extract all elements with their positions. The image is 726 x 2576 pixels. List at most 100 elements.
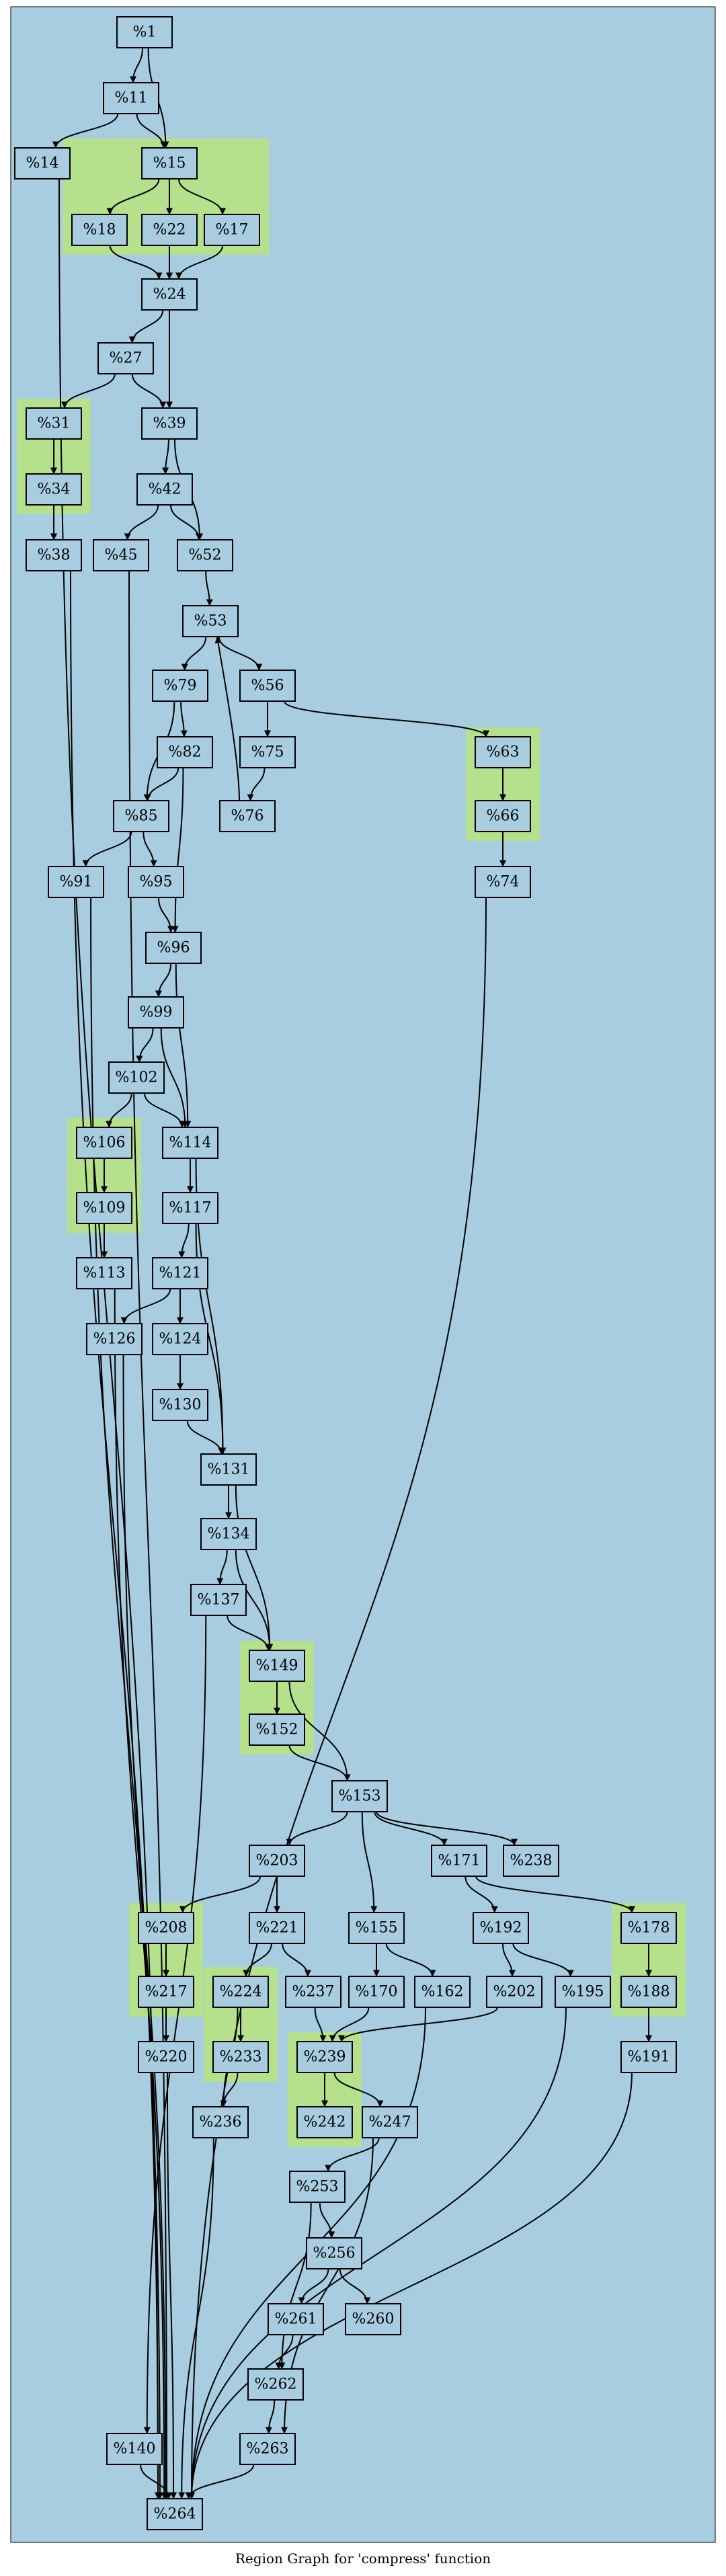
node-label: %124: [159, 1331, 202, 1348]
edge-15-to-18: [106, 178, 160, 215]
node-203: %203: [249, 1845, 305, 1877]
node-box: [26, 407, 82, 440]
edge-99-to-114: [160, 1027, 189, 1128]
node-box: [475, 736, 531, 768]
edge-99-to-102: [136, 1027, 154, 1063]
node-31: %31: [26, 407, 82, 440]
edge-17-to-24: [175, 245, 224, 280]
node-236: %236: [192, 2106, 249, 2138]
node-140: %140: [106, 2433, 163, 2465]
node-label: %91: [60, 874, 93, 891]
edge-137-to-149: [227, 1615, 272, 1651]
edge-191-to-264: [188, 2072, 633, 2499]
node-label: %264: [154, 2506, 196, 2523]
node-box: [475, 866, 531, 898]
node-label: %134: [208, 1526, 250, 1543]
node-224: %224: [212, 1976, 269, 2008]
node-label: %149: [256, 1658, 298, 1675]
edge-134-to-137: [216, 1549, 228, 1585]
node-155: %155: [348, 1912, 405, 1944]
node-11: %11: [103, 82, 159, 114]
node-box: [128, 866, 184, 898]
node-label: %18: [83, 222, 116, 239]
node-237: %237: [285, 1976, 341, 2008]
node-99: %99: [128, 996, 184, 1029]
node-label: %96: [157, 940, 190, 957]
edge-39-to-42: [162, 438, 169, 475]
node-label: %85: [125, 808, 158, 825]
edge-171-to-178: [475, 1876, 635, 1913]
node-261: %261: [268, 2303, 324, 2335]
edge-152-to-153: [288, 1744, 351, 1781]
node-24: %24: [141, 278, 198, 311]
node-box: [362, 2106, 418, 2138]
node-label: %121: [159, 1265, 202, 1282]
node-192: %192: [473, 1912, 529, 1944]
node-label: %242: [304, 2114, 346, 2131]
node-label: %220: [145, 2049, 188, 2066]
edge-11-to-14: [52, 113, 119, 149]
node-box: [136, 473, 193, 506]
node-box: [76, 1257, 132, 1289]
edge-202-to-239: [338, 2007, 498, 2042]
node-box: [268, 2303, 324, 2335]
edges: [50, 47, 652, 2499]
node-box: [296, 2106, 353, 2138]
edge-42-to-45: [124, 504, 159, 540]
edge-56-to-63: [284, 700, 489, 737]
node-box: [475, 800, 531, 832]
node-91: %91: [48, 866, 104, 898]
edge-18-to-24: [109, 245, 163, 280]
node-label: %126: [93, 1331, 136, 1348]
node-label: %208: [145, 1920, 188, 1937]
node-label: %178: [628, 1920, 670, 1937]
node-label: %14: [26, 155, 59, 172]
node-box: [219, 800, 276, 832]
node-box: [71, 214, 128, 246]
node-label: %256: [313, 2245, 356, 2262]
node-label: %253: [296, 2179, 339, 2196]
node-box: [103, 82, 159, 114]
node-box: [152, 1389, 208, 1421]
node-217: %217: [138, 1976, 194, 2008]
node-box: [249, 1650, 305, 1682]
node-42: %42: [136, 473, 193, 506]
node-63: %63: [475, 736, 531, 768]
node-256: %256: [306, 2237, 362, 2269]
node-box: [141, 278, 198, 311]
node-box: [331, 1780, 388, 1812]
edge-27-to-39: [131, 373, 167, 409]
node-label: %203: [256, 1853, 298, 1869]
edge-113-to-264: [114, 1288, 168, 2499]
edge-121-to-126: [120, 1288, 171, 1324]
node-box: [86, 1323, 143, 1355]
node-76: %76: [219, 800, 276, 832]
node-239: %239: [296, 2041, 353, 2073]
node-box: [239, 2433, 296, 2465]
node-247: %247: [362, 2106, 418, 2138]
node-53: %53: [182, 605, 239, 637]
node-label: %114: [169, 1135, 212, 1152]
node-box: [113, 800, 169, 832]
node-79: %79: [152, 670, 208, 702]
edge-237-to-239: [314, 2007, 327, 2042]
node-box: [26, 539, 82, 571]
node-box: [141, 407, 198, 440]
edge-239-to-247: [333, 2072, 384, 2107]
node-171: %171: [431, 1845, 487, 1877]
nodes: %1%11%14%15%18%22%17%24%27%31%39%34%42%3…: [14, 16, 677, 2530]
node-106: %106: [76, 1127, 132, 1159]
node-box: [182, 605, 239, 637]
node-130: %130: [152, 1389, 208, 1421]
node-box: [48, 866, 104, 898]
node-box: [145, 932, 202, 964]
edge-220-to-264: [166, 2072, 177, 2499]
edge-131-to-149: [235, 1484, 274, 1651]
node-box: [204, 214, 260, 246]
edge-149-to-153: [288, 1681, 351, 1781]
node-label: %76: [231, 808, 264, 825]
edge-256-to-260: [339, 2268, 371, 2304]
edge-253-to-256: [319, 2202, 335, 2239]
node-box: [152, 1257, 208, 1289]
node-box: [348, 1976, 405, 2008]
